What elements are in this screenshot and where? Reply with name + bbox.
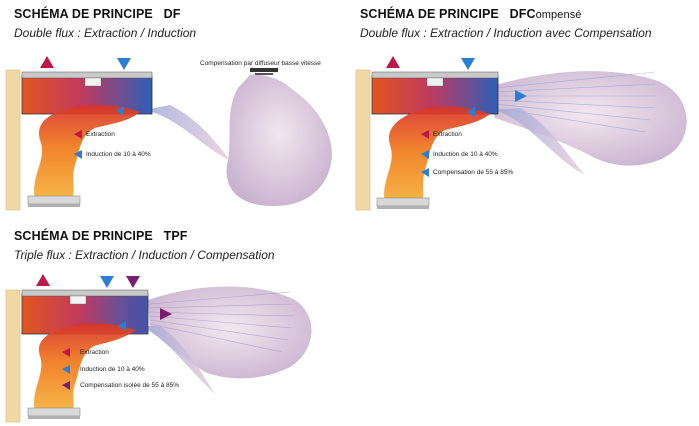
hood-top — [371, 71, 499, 79]
cooking-appliance — [27, 195, 81, 205]
extraction-arrow-up — [386, 56, 400, 68]
airflow-illustration — [5, 274, 312, 423]
hood-top — [21, 71, 153, 79]
extraction-arrow-up — [40, 56, 54, 68]
legend-marker-compensation — [421, 168, 429, 177]
cooking-appliance — [27, 407, 81, 417]
legend-label-compensation: Compensation isolée de 55 à 85% — [80, 382, 180, 389]
legend-marker-induction — [74, 150, 82, 159]
title-code: DFC — [509, 7, 536, 21]
heat-plume — [34, 323, 136, 412]
induction-stream — [145, 105, 230, 160]
diagram-df: SCHÉMA DE PRINCIPE DF Double flux : Extr… — [0, 0, 345, 215]
compensation-arrow-down — [126, 276, 140, 288]
induction-arrow-down — [461, 58, 475, 70]
legend-marker-extraction — [421, 130, 429, 139]
legend-marker-compensation — [62, 381, 70, 390]
title-suffix: ompensé — [535, 9, 582, 21]
compensation-arrow-right — [160, 308, 172, 320]
title-prefix: SCHÉMA DE PRINCIPE — [14, 7, 153, 21]
compensation-jet — [485, 71, 687, 166]
diagram-title: SCHÉMA DE PRINCIPE DFCompensé — [360, 7, 582, 21]
legend-marker-extraction — [74, 130, 82, 139]
diagram-subtitle: Double flux : Extraction / Induction ave… — [360, 26, 652, 40]
legend-label-extraction: Extraction — [86, 131, 115, 138]
diagram-title: SCHÉMA DE PRINCIPE TPF — [14, 229, 188, 243]
compensation-arrow-right — [515, 90, 527, 102]
legend-label-induction: Induction de 10 à 40% — [86, 151, 151, 158]
title-code: TPF — [163, 229, 188, 243]
wall — [5, 289, 21, 423]
legend-marker-induction — [421, 150, 429, 159]
induction-arrow-down — [100, 276, 114, 288]
airflow-illustration — [355, 56, 687, 211]
wall — [5, 69, 21, 211]
title-prefix: SCHÉMA DE PRINCIPE — [360, 7, 499, 21]
compensation-jet — [148, 286, 312, 379]
induction-arrow-down — [117, 58, 131, 70]
diagram-tpf: SCHÉMA DE PRINCIPE TPF Triple flux : Ext… — [0, 222, 345, 426]
low-velocity-diffuser — [250, 68, 278, 72]
legend-label-compensation: Compensation de 55 à 85% — [433, 169, 514, 176]
heat-plume — [384, 106, 490, 205]
induction-stream — [495, 108, 585, 175]
compensation-cloud — [226, 74, 332, 207]
compensation-plenum — [128, 294, 148, 334]
legend-label-induction: Induction de 10 à 40% — [433, 151, 498, 158]
diagram-title: SCHÉMA DE PRINCIPE DF — [14, 7, 180, 21]
legend-marker-extraction — [62, 348, 70, 357]
hood-top — [21, 289, 149, 297]
legend-label-extraction: Extraction — [433, 131, 462, 138]
title-code: DF — [163, 7, 181, 21]
title-prefix: SCHÉMA DE PRINCIPE — [14, 229, 153, 243]
wall — [355, 69, 371, 211]
legend-label-induction: Induction de 10 à 40% — [80, 366, 145, 373]
diagram-subtitle: Double flux : Extraction / Induction — [14, 26, 197, 40]
extraction-arrow-up — [36, 274, 50, 286]
legend-label-extraction: Extraction — [80, 349, 109, 356]
diagram-subtitle: Triple flux : Extraction / Induction / C… — [14, 248, 275, 262]
heat-plume — [34, 104, 141, 200]
cooking-appliance — [376, 197, 430, 207]
airflow-illustration — [5, 56, 332, 211]
diffuser-note: Compensation par diffuseur basse vitesse — [200, 60, 321, 67]
diagram-dfc: SCHÉMA DE PRINCIPE DFCompensé Double flu… — [355, 0, 699, 220]
legend-marker-induction — [62, 365, 70, 374]
